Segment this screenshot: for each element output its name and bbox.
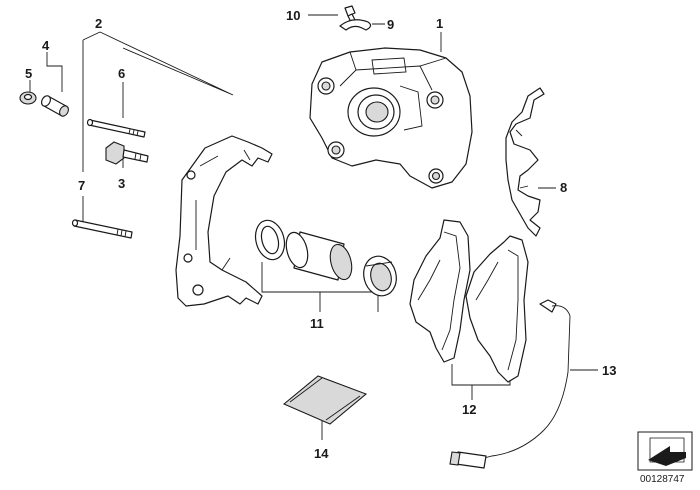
callout-11: 11 <box>310 316 324 331</box>
callout-2: 2 <box>95 16 102 31</box>
callout-3: 3 <box>118 176 125 191</box>
guide-sleeve <box>40 95 69 117</box>
callout-5: 5 <box>25 66 32 81</box>
callout-12: 12 <box>462 402 476 417</box>
arrow-sheet-icon <box>637 431 693 471</box>
callout-10: 10 <box>286 8 300 23</box>
grease-packet <box>282 375 368 425</box>
pad-wear-sensor <box>449 299 571 469</box>
callout-6: 6 <box>118 66 125 81</box>
guide-bolt-long <box>86 118 146 138</box>
callout-14: 14 <box>314 446 329 461</box>
caliper-housing <box>309 47 473 189</box>
hex-bolt <box>105 141 149 165</box>
caliper-carrier-bracket <box>175 135 273 307</box>
callout-4: 4 <box>42 38 50 53</box>
callout-13: 13 <box>602 363 616 378</box>
guide-bushing-small <box>19 91 37 105</box>
piston <box>285 231 353 281</box>
document-number: 00128747 <box>640 474 685 485</box>
retaining-clip <box>339 19 372 31</box>
leader-lines <box>29 14 598 440</box>
dust-boot <box>363 255 397 297</box>
anti-rattle-spring <box>505 87 545 237</box>
callout-7: 7 <box>78 178 85 193</box>
callout-9: 9 <box>387 17 394 32</box>
callout-1: 1 <box>436 16 443 31</box>
piston-seal-ring <box>254 219 286 261</box>
callout-labels: 2 4 5 6 3 7 10 9 1 8 11 12 13 14 <box>25 8 616 461</box>
guide-bolt-lower <box>71 219 133 239</box>
brake-pad-outer <box>465 235 529 383</box>
callout-8: 8 <box>560 180 567 195</box>
brake-pad-inner <box>409 219 471 363</box>
